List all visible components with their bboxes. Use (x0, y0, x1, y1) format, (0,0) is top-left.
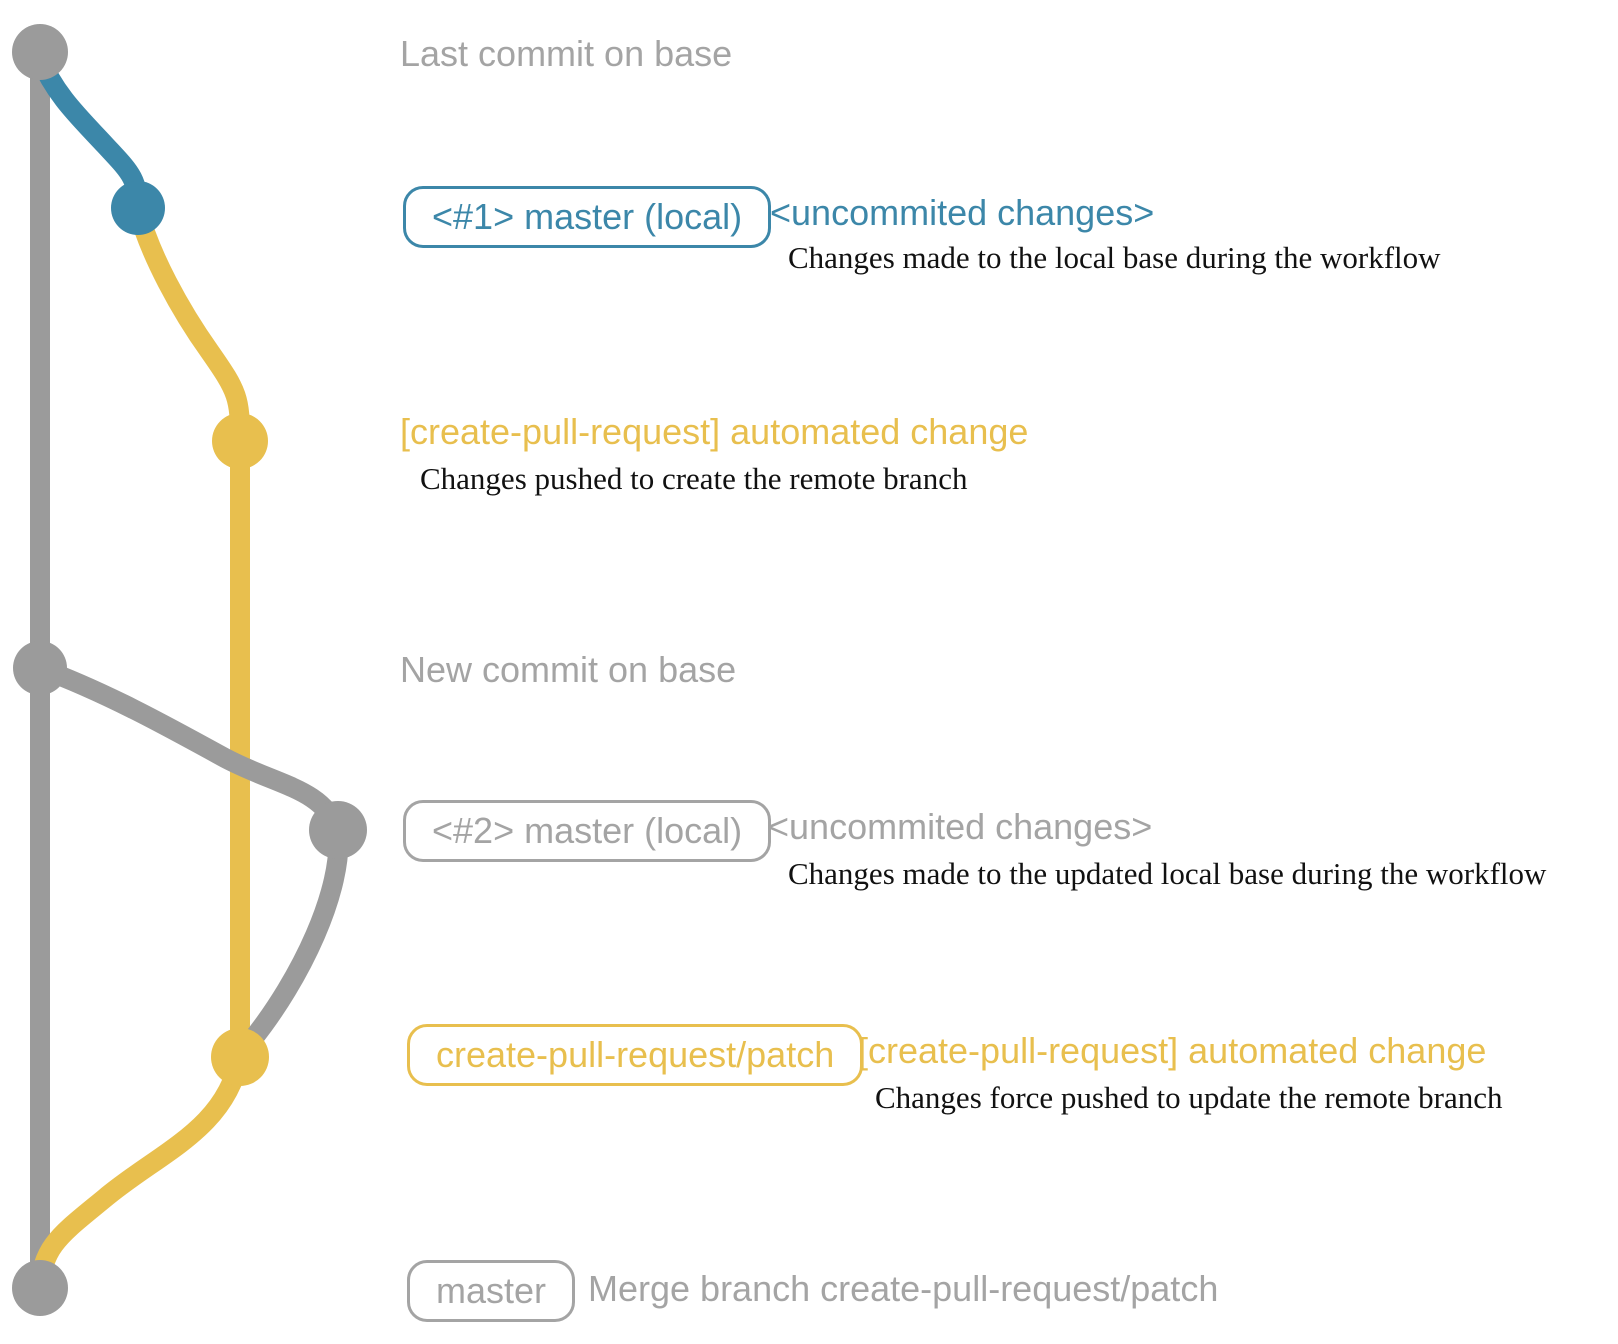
commit-desc-uncommitted-1: Changes made to the local base during th… (788, 240, 1441, 275)
commit-title-merge: Merge branch create-pull-request/patch (588, 1268, 1219, 1309)
commit-title-automated-1: [create-pull-request] automated change (400, 411, 1029, 452)
commit-desc-automated-2: Changes force pushed to update the remot… (875, 1080, 1503, 1115)
branch-pill-patch: create-pull-request/patch (407, 1024, 864, 1086)
patch-merge-line (30, 1054, 250, 1291)
commit-dot-automated-1 (212, 413, 268, 469)
git-graph (12, 24, 367, 1316)
commit-dot-new-base (13, 641, 67, 695)
patch-branch-line (128, 207, 250, 1057)
branch-pill-master-local-1: <#1> master (local) (403, 186, 772, 248)
local-master-2-branch-line (36, 658, 348, 835)
commit-desc-uncommitted-2: Changes made to the updated local base d… (788, 856, 1547, 891)
branch-pill-master: master (407, 1260, 576, 1322)
commit-dot-merge (12, 1260, 68, 1316)
commit-dot-last-base (12, 24, 68, 80)
commit-title-uncommitted-2: <uncommited changes> (768, 806, 1153, 847)
last-commit-label: Last commit on base (400, 33, 733, 74)
new-commit-label: New commit on base (400, 649, 737, 690)
local-master-2-merge-line (244, 829, 349, 1047)
commit-title-automated-2: [create-pull-request] automated change (858, 1030, 1487, 1071)
commit-title-uncommitted-1: <uncommited changes> (770, 192, 1155, 233)
commit-dot-automated-2 (211, 1028, 269, 1086)
commit-desc-automated-1: Changes pushed to create the remote bran… (420, 461, 968, 496)
commit-dot-uncommitted-1 (111, 181, 165, 235)
commit-dot-uncommitted-2 (309, 801, 367, 859)
branch-pill-master-local-2: <#2> master (local) (403, 800, 772, 862)
